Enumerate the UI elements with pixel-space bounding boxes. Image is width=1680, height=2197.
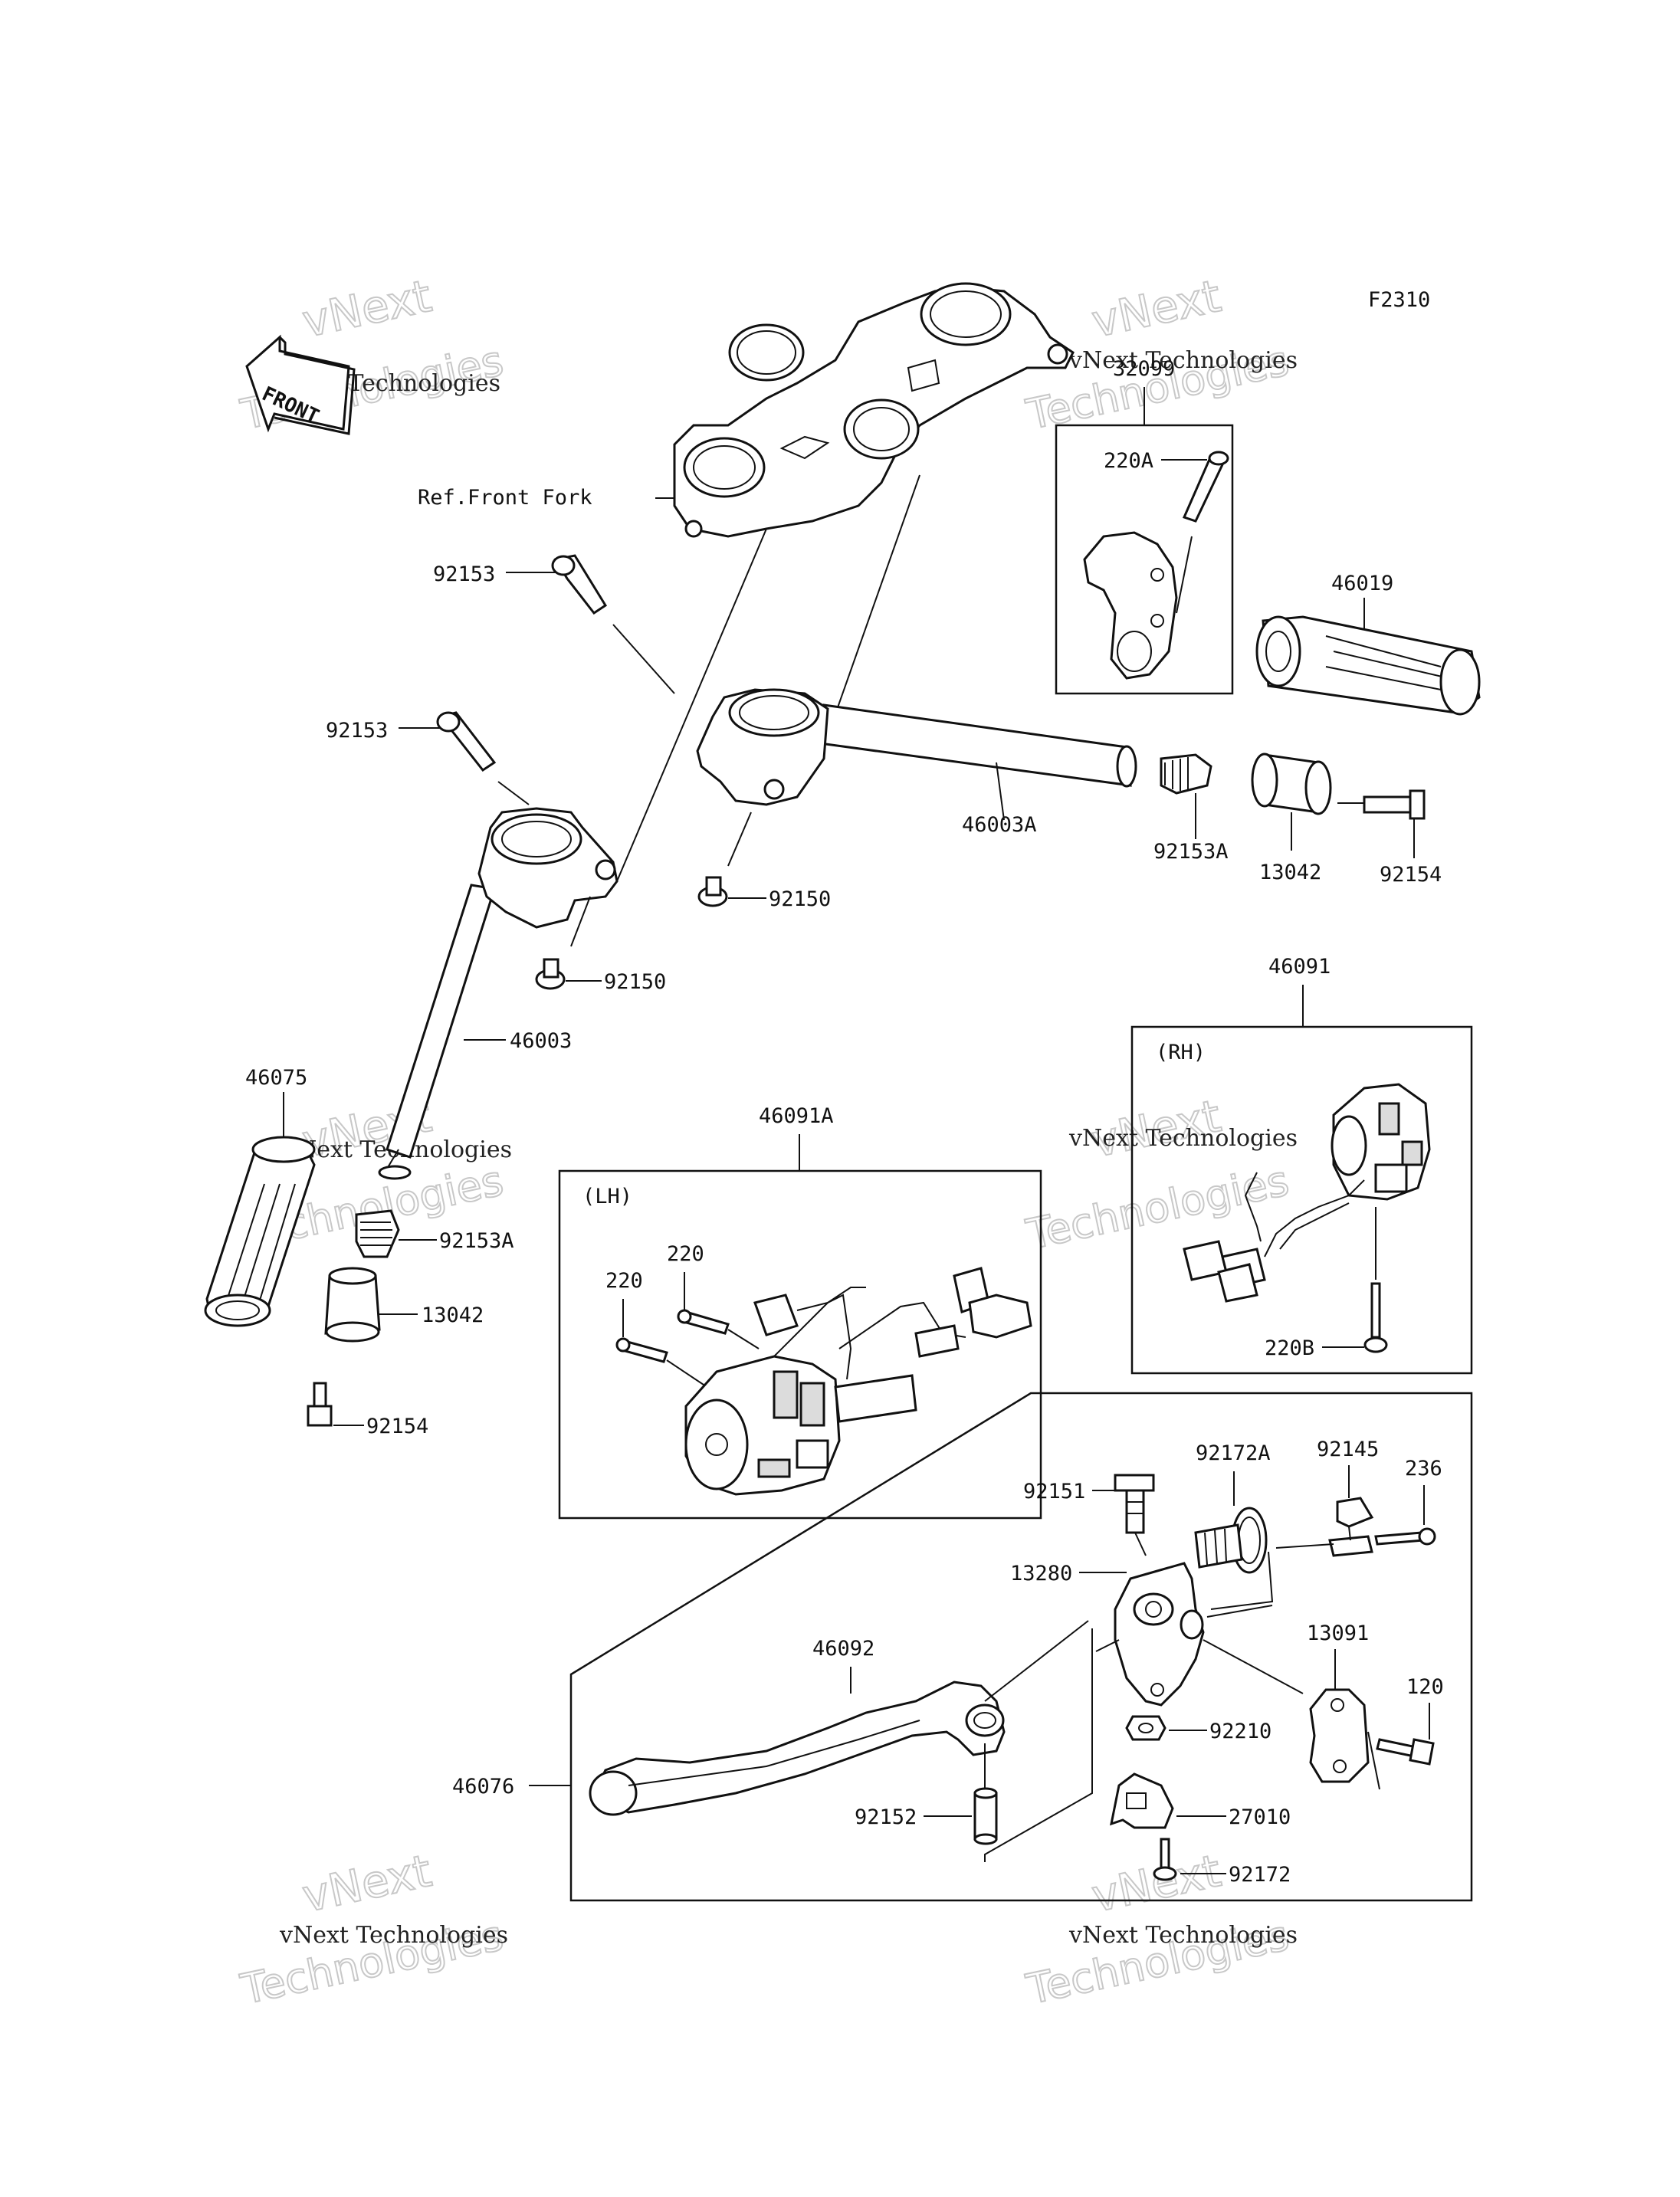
clamp-13091 (1309, 1688, 1370, 1783)
nut-92210 (1125, 1715, 1166, 1741)
upper-triple-clamp (673, 282, 1075, 538)
leader-line (612, 624, 675, 694)
screw-220-a (677, 1309, 730, 1335)
label-13280: 13280 (1010, 1562, 1072, 1585)
watermark-text: vNext (1088, 1844, 1226, 1923)
leader-line (616, 528, 767, 882)
label-92153-mid: 92153 (326, 719, 388, 743)
callout-box-46091A (558, 1169, 1042, 1520)
screw-220A (1182, 451, 1229, 523)
leader-line (386, 1149, 399, 1169)
leader-line (996, 762, 1005, 821)
watermark-bottom-left: vNext Technologies vNext Technologies (236, 1844, 508, 2015)
label-220A: 220A (1104, 449, 1153, 473)
watermark-text: Technologies (1022, 1156, 1293, 1259)
label-32099: 32099 (1113, 357, 1175, 381)
label-92153A-left: 92153A (439, 1229, 514, 1253)
label-236: 236 (1405, 1457, 1442, 1481)
watermark-text: vNext Technologies (1068, 347, 1298, 374)
watermark-text: vNext (298, 270, 436, 348)
leader-line (827, 474, 920, 736)
label-92154-right: 92154 (1380, 863, 1442, 887)
right-switch-housing-46091 (1183, 1083, 1431, 1303)
leader-line (727, 812, 752, 867)
label-92150-a: 92150 (769, 887, 831, 911)
label-92154-left: 92154 (366, 1415, 428, 1438)
screw-220B (1363, 1282, 1388, 1353)
label-220-a: 220 (667, 1242, 704, 1266)
label-46091: 46091 (1268, 955, 1331, 979)
brake-lever-46092 (589, 1681, 1006, 1816)
screw-92172 (1153, 1838, 1177, 1881)
lever-holder-13280 (1114, 1562, 1205, 1707)
screw-92150-b (535, 958, 566, 990)
callout-box-46091 (1130, 1025, 1473, 1375)
left-switch-housing-46091A (684, 1267, 1032, 1496)
label-13042-right: 13042 (1259, 861, 1321, 884)
watermark-text: vNext Technologies (279, 1922, 508, 1949)
right-handlebar-46003A (696, 688, 1137, 806)
label-220-b: 220 (605, 1269, 643, 1293)
left-handlebar-46003 (386, 807, 619, 1159)
brake-switch-27010 (1110, 1772, 1174, 1829)
watermark-text: vNext Technologies (1068, 1922, 1298, 1949)
label-92210: 92210 (1209, 1720, 1271, 1743)
bolt-92153-mid (436, 711, 497, 772)
throttle-grip-46019 (1255, 615, 1481, 716)
label-46019: 46019 (1331, 572, 1393, 595)
label-46076: 46076 (452, 1775, 514, 1799)
bolt-92154-left (307, 1382, 333, 1427)
label-46003: 46003 (510, 1029, 572, 1053)
label-46003A: 46003A (962, 813, 1037, 837)
leader-line (1134, 1532, 1147, 1556)
bolt-92154-right (1363, 789, 1426, 820)
label-46091A: 46091A (759, 1104, 834, 1128)
label-27010: 27010 (1229, 1805, 1291, 1829)
label-46075: 46075 (245, 1066, 307, 1090)
bar-end-bolt-92153A-right (1160, 753, 1212, 795)
throttle-housing-32099 (1083, 531, 1193, 680)
callout-box-46076 (569, 1392, 1473, 1902)
label-92172: 92172 (1229, 1863, 1291, 1887)
leader-line (497, 781, 530, 805)
label-92172A: 92172A (1196, 1441, 1271, 1465)
label-92151: 92151 (1023, 1480, 1085, 1503)
spring-92145 (1328, 1497, 1374, 1557)
label-92145: 92145 (1317, 1438, 1379, 1461)
bar-weight-13042-right (1251, 753, 1332, 815)
screw-236 (1374, 1527, 1436, 1546)
bar-end-bolt-92153A-left (355, 1209, 400, 1258)
label-92153A-right: 92153A (1153, 840, 1229, 864)
bolt-92153-top (551, 554, 608, 615)
washer (378, 1165, 412, 1180)
leader-line (570, 896, 591, 947)
watermark-text: vNext (298, 1844, 436, 1923)
label-13091: 13091 (1307, 1622, 1369, 1645)
bar-weight-13042-left (324, 1267, 381, 1343)
adjuster-92172A (1194, 1507, 1268, 1574)
screw-92150-a (697, 876, 728, 907)
front-arrow-icon: FRONT (245, 334, 356, 435)
label-92152: 92152 (855, 1805, 917, 1829)
screw-220-b (615, 1337, 668, 1363)
bush-92152 (973, 1787, 998, 1845)
watermark-text: vNext Technologies (1068, 1125, 1298, 1152)
label-lh: (LH) (582, 1185, 632, 1208)
label-92150-b: 92150 (604, 970, 666, 994)
pivot-bolt-92151 (1114, 1474, 1155, 1534)
bolt-120 (1376, 1738, 1435, 1766)
figure-code: F2310 (1368, 288, 1430, 312)
label-120: 120 (1406, 1675, 1444, 1699)
label-13042-left: 13042 (422, 1303, 484, 1327)
label-46092: 46092 (812, 1637, 874, 1661)
label-92153-top: 92153 (433, 562, 495, 586)
watermark-text: vNext (1088, 270, 1226, 348)
label-rh: (RH) (1156, 1041, 1206, 1064)
label-ref-front-fork: Ref.Front Fork (418, 486, 592, 510)
label-220B: 220B (1265, 1336, 1314, 1360)
left-grip-46075 (204, 1136, 316, 1327)
